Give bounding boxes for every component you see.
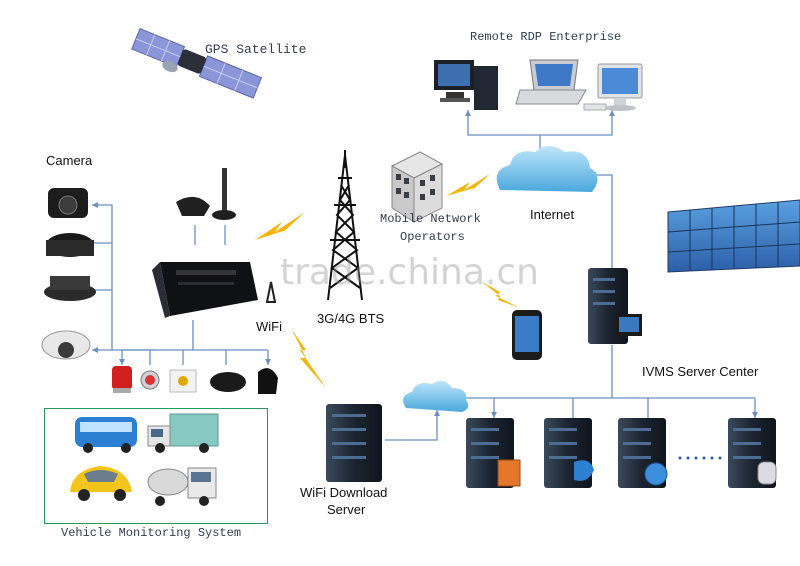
camera-label: Camera (46, 153, 93, 168)
truck-icon (147, 413, 219, 453)
wifi-download-server-icon (326, 404, 382, 482)
car-icon (70, 466, 132, 501)
internet-label: Internet (530, 207, 575, 222)
watermark: trade.china.cn (280, 252, 539, 293)
operators-label: Operators (400, 230, 465, 244)
ivms-server-icon (588, 268, 642, 344)
ellipsis-icon (678, 456, 722, 460)
wifi-label: WiFi (256, 319, 282, 334)
mobile-network-label: Mobile Network (380, 212, 481, 226)
gps-satellite-icon (131, 27, 263, 99)
building-icon (390, 151, 444, 223)
cell-tower-icon (327, 150, 363, 301)
vehicle-monitoring-label: Vehicle Monitoring System (61, 526, 242, 540)
laptop-icon (515, 59, 587, 105)
bts-label: 3G/4G BTS (317, 311, 385, 326)
media-server-icon (544, 418, 594, 488)
video-wall-icon (667, 199, 800, 273)
smartphone-icon (512, 310, 542, 360)
monitor-icon (583, 63, 643, 111)
bus-icon (75, 417, 137, 453)
wifi-antenna-icon (265, 281, 277, 303)
firewall-server-icon (466, 418, 521, 488)
remote-rdp-label: Remote RDP Enterprise (470, 30, 622, 44)
internet-cloud-icon (496, 146, 598, 192)
local-cloud-icon (403, 380, 469, 412)
wifi-download-server-label: Server (327, 502, 366, 517)
connector-lines (92, 110, 756, 441)
3g-antenna-icon (212, 168, 236, 220)
camera-icons (41, 188, 96, 360)
gps-antenna-icon (176, 196, 210, 216)
mobile-dvr-icon (152, 262, 258, 318)
peripheral-icons (112, 366, 278, 394)
desktop-computer-icon (434, 60, 498, 110)
database-server-icon (728, 418, 777, 488)
wireless-bolt-icons (255, 174, 520, 388)
vehicle-monitoring-box (44, 408, 268, 524)
web-server-icon (618, 418, 668, 488)
cement-mixer-icon (147, 467, 217, 506)
ivms-label: IVMS Server Center (642, 364, 759, 379)
gps-satellite-label: GPS Satellite (205, 42, 307, 57)
arrow-heads (92, 110, 758, 418)
wifi-download-label: WiFi Download (300, 485, 388, 500)
